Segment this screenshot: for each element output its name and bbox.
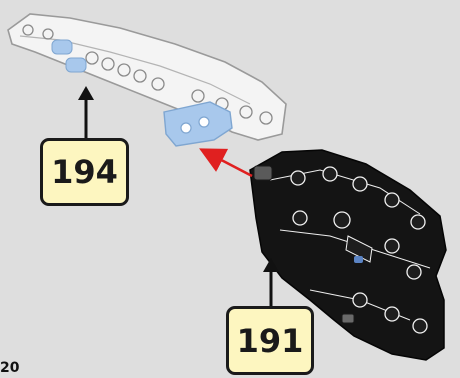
step-number-fragment: 20: [0, 361, 20, 376]
connection-arrow: [199, 148, 253, 178]
blue-pin: [51, 39, 87, 73]
black-subassembly: [249, 149, 447, 361]
callout-arrow-194: [78, 86, 94, 138]
ghosted-beam-assembly: [7, 13, 287, 147]
callout-number: 191: [236, 321, 304, 360]
highlighted-connector-part: [163, 101, 233, 147]
subassembly-callout-194: 194: [40, 138, 129, 206]
callout-arrow-191: [263, 258, 279, 306]
grey-axle-pin: [253, 165, 355, 324]
callout-number: 194: [51, 153, 118, 191]
subassembly-callout-191: 191: [226, 306, 314, 375]
